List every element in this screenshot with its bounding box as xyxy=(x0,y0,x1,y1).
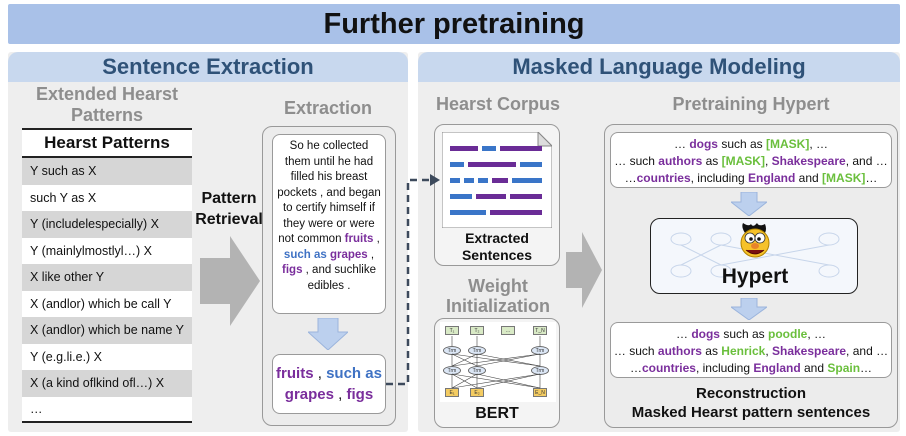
dashed-connector-arrow xyxy=(386,174,440,386)
masked-sentences-box: … dogs such as [MASK], … … such authors … xyxy=(610,132,892,188)
reconstructed-sentences-box: … dogs such as poodle, … … such authors … xyxy=(610,322,892,378)
pattern-retrieval-label: Pattern Retrieval xyxy=(195,190,263,228)
word-fruits: fruits xyxy=(344,233,374,245)
table-row: X (andlor) which be name Y xyxy=(22,317,192,344)
sentence-extraction-header: Sentence Extraction xyxy=(8,52,408,82)
bert-input-embedding: E₂ xyxy=(470,388,484,397)
hypert-network-faded xyxy=(670,232,840,278)
bert-output-token: T_N xyxy=(533,326,547,335)
extraction-title: Extraction xyxy=(283,98,373,118)
table-row: X like other Y xyxy=(22,264,192,291)
hypert-model-box: Hypert xyxy=(650,218,858,294)
to-hypert-arrow xyxy=(731,192,767,216)
extended-hearst-title: Extended Hearst Patterns xyxy=(35,84,179,125)
table-row: Y (mainlylmostlyl…) X xyxy=(22,237,192,264)
word-such-as: such as xyxy=(283,248,327,261)
bert-label: BERT xyxy=(475,405,519,422)
extraction-result-box: fruits , such as grapes , figs xyxy=(272,354,386,414)
to-pretraining-arrow xyxy=(566,232,602,308)
weight-initialization-title: Weight Initialization xyxy=(445,276,550,316)
word-grapes: grapes xyxy=(329,248,368,261)
hypert-mascot-icon xyxy=(740,223,770,258)
table-row: X (andlor) which be call Y xyxy=(22,290,192,317)
title-bar: Further pretraining xyxy=(8,4,900,44)
hypert-label: Hypert xyxy=(721,265,789,288)
extracted-sentences-label: Extracted Sentences xyxy=(461,230,533,263)
table-row: … xyxy=(22,396,192,423)
pattern-retrieval-arrow xyxy=(200,236,260,326)
bert-connections xyxy=(451,336,541,389)
bert-output-token: T₂ xyxy=(470,326,484,335)
pretraining-hypert-title: Pretraining Hypert xyxy=(672,94,830,114)
reconstruction-caption: Reconstruction Masked Hearst pattern sen… xyxy=(631,385,871,421)
masked-language-modeling-header: Masked Language Modeling xyxy=(418,52,900,82)
extraction-down-arrow xyxy=(308,318,348,350)
bert-input-embedding: E₁ xyxy=(445,388,459,397)
table-row: Y (includelespecially) X xyxy=(22,211,192,238)
table-row: such Y as X xyxy=(22,184,192,211)
extraction-sentence-box: So he collected them until he had filled… xyxy=(272,134,386,314)
table-row: Y (e.g.li.e.) X xyxy=(22,343,192,370)
table-row: X (a kind oflkind ofl…) X xyxy=(22,370,192,397)
bert-ellipsis: … xyxy=(501,326,515,335)
hearst-corpus-title: Hearst Corpus xyxy=(435,94,561,114)
bert-input-embedding: E_N xyxy=(533,388,547,397)
corpus-document-icon xyxy=(442,132,552,228)
bert-output-token: T₁ xyxy=(445,326,459,335)
word-figs: figs xyxy=(282,264,303,276)
table-row: Y such as X xyxy=(22,158,192,185)
page-title: Further pretraining xyxy=(323,7,585,40)
table-header: Hearst Patterns xyxy=(22,128,192,158)
to-reconstruction-arrow xyxy=(731,298,767,320)
